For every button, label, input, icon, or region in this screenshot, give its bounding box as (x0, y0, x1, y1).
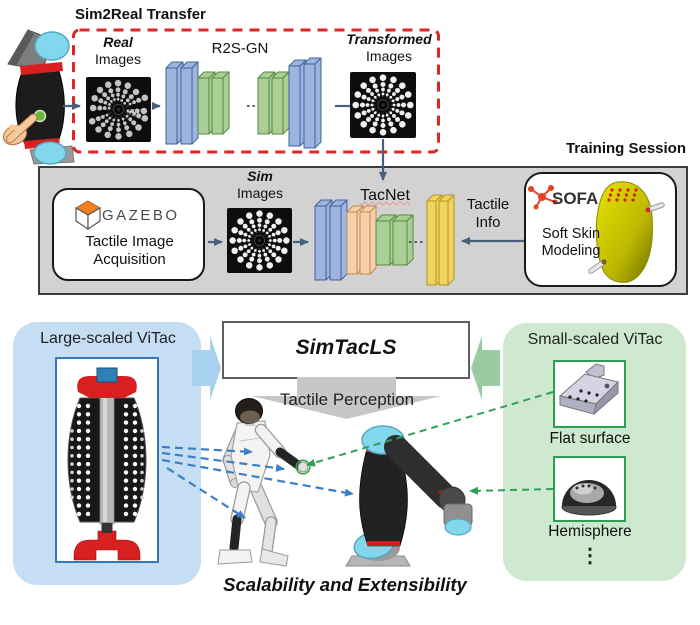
sofa-caption-line2: Modeling (541, 243, 601, 260)
transformed-images-label-line2: Images (366, 47, 412, 64)
gazebo-caption-line1: Tactile Image (85, 233, 174, 250)
sofa-caption-line1: Soft Skin (541, 226, 601, 242)
small-vitac-label: Small-scaled ViTac (527, 331, 663, 348)
large-vitac-label: Large-scaled ViTac (40, 330, 176, 347)
more-objects-ellipsis: ⋮ (580, 545, 600, 567)
scalability-caption: Scalability and Extensibility (223, 574, 467, 595)
tactile-perception-label: Tactile Perception (279, 390, 415, 409)
r2sgn-label: R2S-GN (211, 40, 269, 57)
tactile-info-line2: Info (475, 213, 501, 231)
gazebo-logo-text: GAZEBO (102, 207, 180, 224)
sim-images-label-line1: Sim (247, 168, 273, 184)
tacnet-label: TacNet (360, 187, 410, 204)
tactile-info-line1: Tactile (466, 196, 510, 213)
gazebo-caption-line2: Acquisition (93, 250, 166, 268)
sim2real-title: Sim2Real Transfer (75, 6, 206, 23)
sim-images-label: Sim Images (226, 168, 294, 201)
transformed-images-label-line1: Transformed (346, 31, 432, 47)
tactile-info-label: Tactile Info (456, 196, 520, 231)
gazebo-caption: Tactile Image Acquisition (57, 233, 202, 268)
real-images-label-line1: Real (103, 34, 133, 50)
sofa-caption: Soft Skin Modeling (529, 226, 613, 260)
sofa-logo-text: SOFA (552, 189, 599, 208)
real-images-label: Real Images (83, 34, 153, 67)
real-images-label-line2: Images (95, 50, 141, 67)
training-session-label: Training Session (565, 140, 686, 157)
hemisphere-label: Hemisphere (548, 523, 632, 540)
sim-images-label-line2: Images (237, 184, 283, 201)
flat-surface-label: Flat surface (549, 430, 631, 447)
simtacls-label: SimTacLS (295, 336, 397, 359)
transformed-images-label: Transformed Images (335, 31, 443, 64)
